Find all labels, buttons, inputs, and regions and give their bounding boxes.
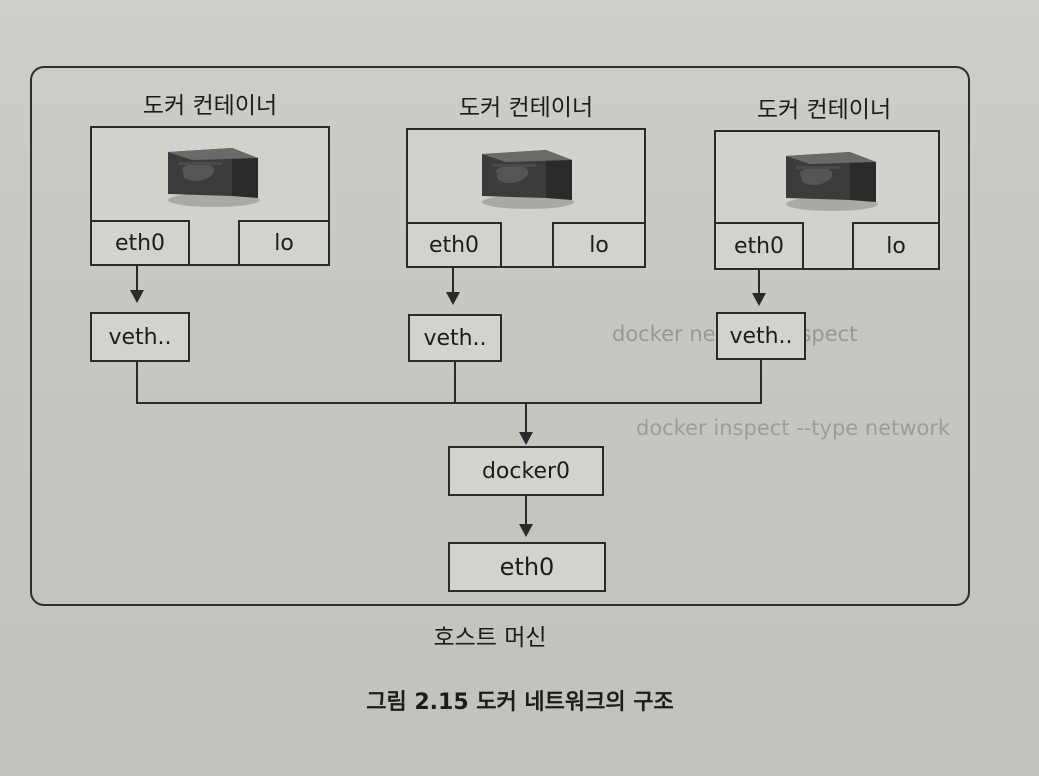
host-eth0-label: eth0 <box>499 553 555 581</box>
connector-line <box>760 360 762 404</box>
container-lo-interface: lo <box>552 222 646 268</box>
arrow-down-icon <box>519 524 533 537</box>
veth-interface-1: veth.. <box>90 312 190 362</box>
arrow-down-icon <box>519 432 533 445</box>
connector-line <box>136 362 138 404</box>
arrow-down-icon <box>446 292 460 305</box>
connector-line <box>758 268 760 294</box>
lo-label: lo <box>274 230 294 256</box>
lo-label: lo <box>589 232 609 258</box>
docker-container-1: eth0 lo <box>90 126 330 266</box>
container-title-3: 도커 컨테이너 <box>756 97 892 123</box>
docker-container-2: eth0 lo <box>406 128 646 268</box>
docker-container-3: eth0 lo <box>714 130 940 270</box>
veth-label: veth.. <box>423 325 487 351</box>
eth0-label: eth0 <box>428 232 480 258</box>
container-lo-interface: lo <box>852 222 940 270</box>
veth-label: veth.. <box>108 324 172 350</box>
veth-interface-2: veth.. <box>408 314 502 362</box>
docker-container-icon <box>786 152 878 211</box>
figure-caption: 그림 2.15 도커 네트워크의 구조 <box>366 690 674 715</box>
docker0-label: docker0 <box>481 458 571 484</box>
connector-line <box>452 266 454 294</box>
lo-label: lo <box>886 233 906 259</box>
container-lo-interface: lo <box>238 220 330 266</box>
connector-line <box>525 496 527 526</box>
connector-line <box>136 264 138 292</box>
veth-label: veth.. <box>729 323 793 349</box>
arrow-down-icon <box>752 293 766 306</box>
container-title-1: 도커 컨테이너 <box>142 93 278 119</box>
container-eth0-interface: eth0 <box>714 222 804 270</box>
arrow-down-icon <box>130 290 144 303</box>
eth0-label: eth0 <box>733 233 785 259</box>
docker-container-icon <box>168 148 260 207</box>
container-eth0-interface: eth0 <box>406 222 502 268</box>
eth0-label: eth0 <box>114 230 166 256</box>
docker0-bridge: docker0 <box>448 446 604 496</box>
host-machine-frame <box>30 66 970 606</box>
docker-container-icon <box>482 150 574 209</box>
container-title-2: 도커 컨테이너 <box>458 95 594 121</box>
bridge-bus-line <box>136 402 762 404</box>
connector-line <box>454 362 456 404</box>
veth-interface-3: veth.. <box>716 312 806 360</box>
host-machine-label: 호스트 머신 <box>433 625 547 651</box>
bleed-through-text-2: docker inspect --type network <box>636 416 951 440</box>
container-eth0-interface: eth0 <box>90 220 190 266</box>
host-eth0-interface: eth0 <box>448 542 606 592</box>
connector-line <box>525 404 527 434</box>
